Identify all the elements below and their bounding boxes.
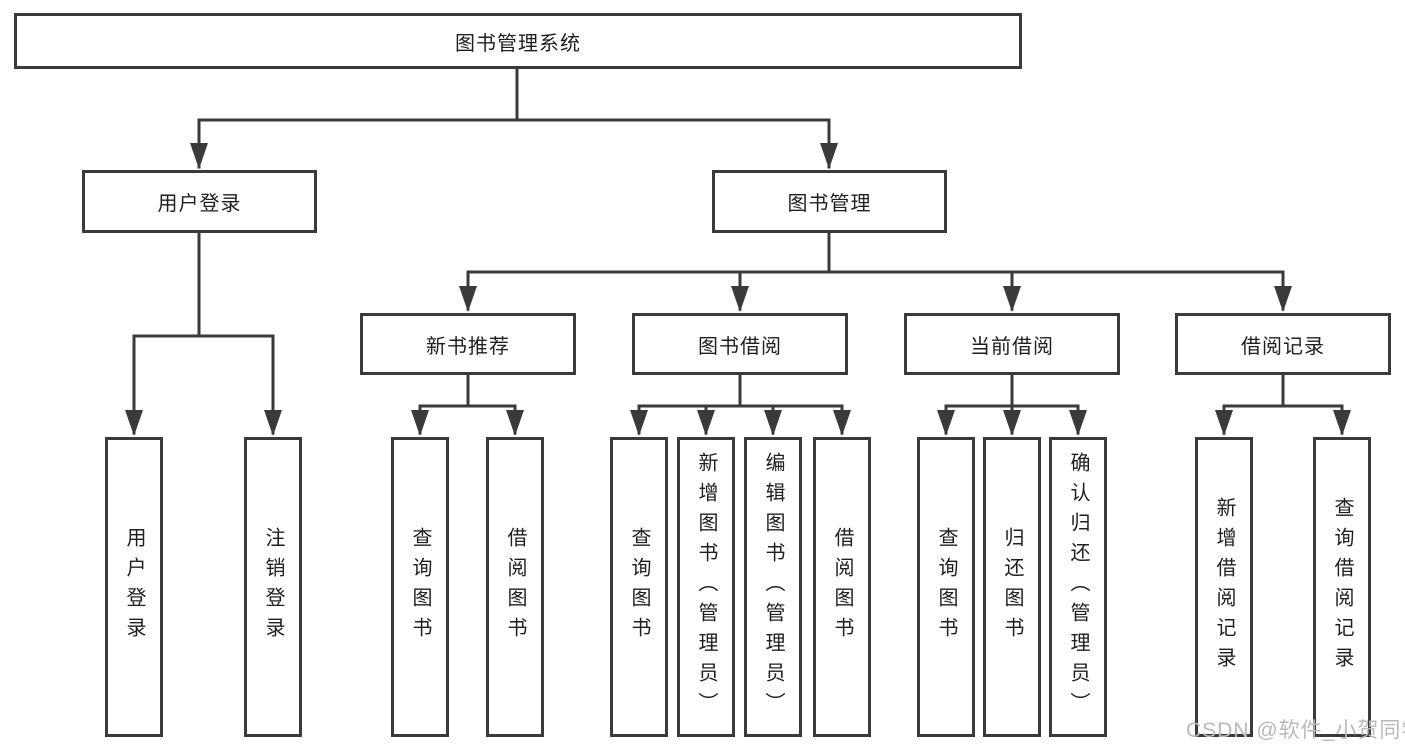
node-leaf-add-borrow-record-label: 新增借阅记录 <box>1213 497 1235 677</box>
node-leaf-return-books: 归还图书 <box>983 437 1041 737</box>
node-leaf-query-books-borrowing-label: 查询图书 <box>628 527 650 647</box>
node-leaf-add-borrow-record: 新增借阅记录 <box>1195 437 1253 737</box>
node-leaf-add-books-admin-label: 新增图书（管理员） <box>695 452 717 722</box>
node-leaf-query-books-recommend: 查询图书 <box>391 437 449 737</box>
node-leaf-borrow-books-recommend-label: 借阅图书 <box>504 527 526 647</box>
arrowheads <box>125 143 1351 436</box>
node-leaf-confirm-return-admin-label: 确认归还（管理员） <box>1067 452 1089 722</box>
node-borrowing-records-label: 借阅记录 <box>1241 335 1325 358</box>
node-leaf-return-books-label: 归还图书 <box>1001 527 1023 647</box>
node-leaf-confirm-return-admin: 确认归还（管理员） <box>1049 437 1107 737</box>
node-leaf-query-books-recommend-label: 查询图书 <box>409 527 431 647</box>
node-book-management: 图书管理 <box>712 170 947 233</box>
node-book-management-label: 图书管理 <box>787 193 872 215</box>
node-leaf-user-login: 用户登录 <box>105 437 163 737</box>
node-new-book-recommendation-label: 新书推荐 <box>426 335 510 358</box>
node-leaf-borrow-books-recommend: 借阅图书 <box>486 437 544 737</box>
node-root: 图书管理系统 <box>14 13 1022 69</box>
node-book-borrowing-label: 图书借阅 <box>698 335 782 358</box>
node-leaf-query-books-borrowing: 查询图书 <box>610 437 668 737</box>
node-leaf-logout-label: 注销登录 <box>262 527 284 647</box>
node-user-login-label: 用户登录 <box>157 193 242 215</box>
node-user-login: 用户登录 <box>82 170 317 233</box>
node-leaf-query-borrow-record: 查询借阅记录 <box>1313 437 1371 737</box>
node-current-borrowing-label: 当前借阅 <box>970 335 1054 358</box>
node-leaf-query-books-current-label: 查询图书 <box>935 527 957 647</box>
node-leaf-edit-books-admin-label: 编辑图书（管理员） <box>762 452 784 722</box>
node-current-borrowing: 当前借阅 <box>904 313 1120 375</box>
connector-path <box>132 67 1344 435</box>
node-leaf-logout: 注销登录 <box>244 437 302 737</box>
node-book-borrowing: 图书借阅 <box>632 313 848 375</box>
node-leaf-edit-books-admin: 编辑图书（管理员） <box>744 437 802 737</box>
node-new-book-recommendation: 新书推荐 <box>360 313 576 375</box>
node-leaf-borrow-books-borrowing-label: 借阅图书 <box>831 527 853 647</box>
csdn-watermark: CSDN @软件_小贺同学 <box>1186 719 1405 742</box>
node-leaf-query-books-current: 查询图书 <box>917 437 975 737</box>
node-leaf-add-books-admin: 新增图书（管理员） <box>677 437 735 737</box>
node-leaf-borrow-books-borrowing: 借阅图书 <box>813 437 871 737</box>
node-borrowing-records: 借阅记录 <box>1175 313 1391 375</box>
node-leaf-query-borrow-record-label: 查询借阅记录 <box>1331 497 1353 677</box>
node-root-label: 图书管理系统 <box>455 32 581 55</box>
node-leaf-user-login-label: 用户登录 <box>123 527 145 647</box>
